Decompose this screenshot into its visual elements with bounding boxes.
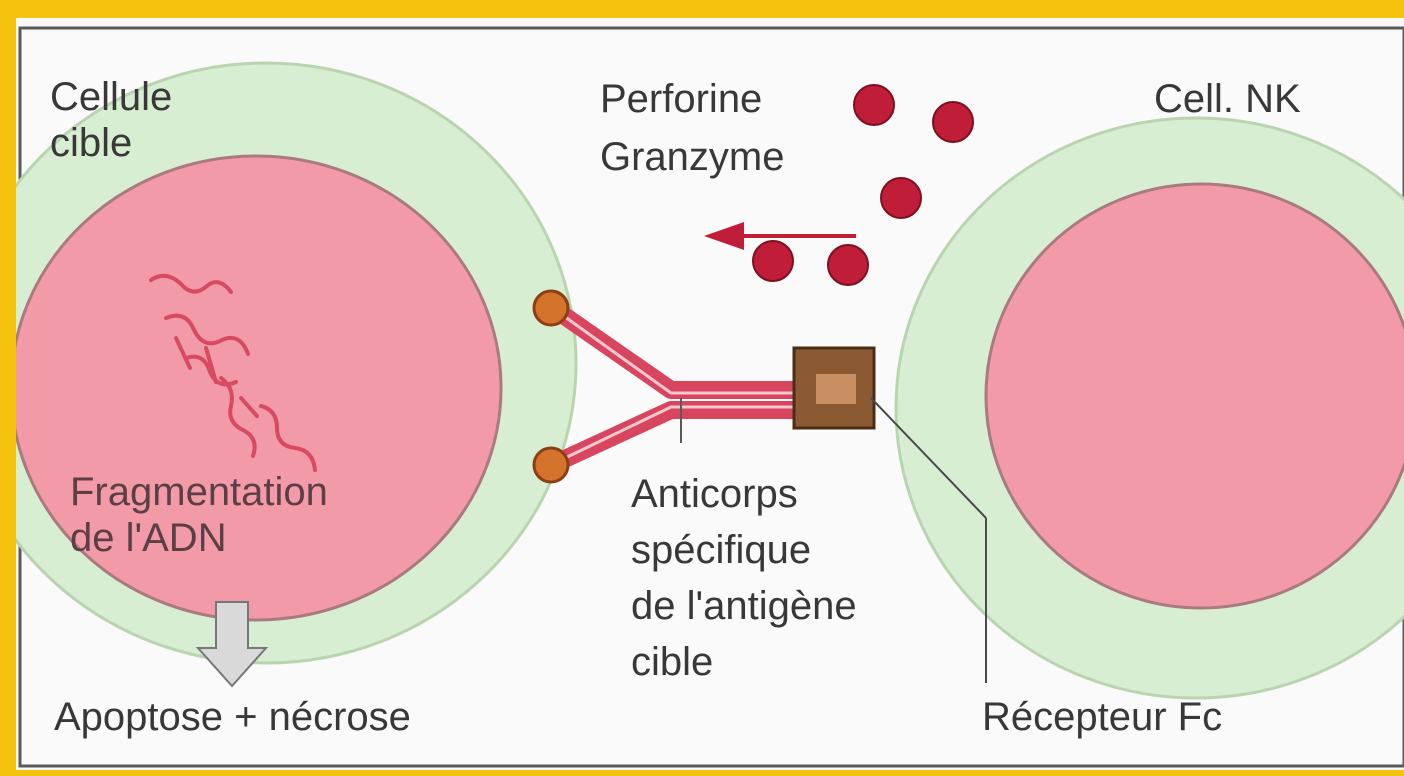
antibody-label-line4: cible: [631, 634, 857, 690]
dna-label-line2: de l'ADN: [70, 515, 328, 561]
dna-fragmentation-label: Fragmentation de l'ADN: [70, 469, 328, 561]
fc-receptor-label: Récepteur Fc: [982, 694, 1222, 740]
diagram-frame: Cellule cible Cell. NK Perforine Granzym…: [16, 18, 1404, 770]
granule: [854, 85, 894, 125]
target-cell-label-line2: cible: [50, 120, 172, 166]
target-cell-label: Cellule cible: [50, 74, 172, 166]
dna-label-line1: Fragmentation: [70, 469, 328, 515]
granule: [753, 241, 793, 281]
target-cell-label-line1: Cellule: [50, 74, 172, 120]
antibody: [534, 291, 836, 482]
granule: [881, 178, 921, 218]
antigen-lower: [534, 448, 568, 482]
fc-receptor-slot: [816, 374, 856, 404]
granule: [828, 245, 868, 285]
antibody-label-line1: Anticorps: [631, 466, 857, 522]
perforin-label: Perforine: [600, 76, 762, 122]
outcome-label: Apoptose + nécrose: [54, 694, 411, 740]
nk-cell-label: Cell. NK: [1154, 76, 1301, 122]
antibody-label-line2: spécifique: [631, 522, 857, 578]
nk-cell: [896, 118, 1404, 698]
nk-cell-nucleus: [986, 184, 1404, 608]
antibody-label: Anticorps spécifique de l'antigène cible: [631, 466, 857, 690]
antigen-upper: [534, 291, 568, 325]
antibody-label-line3: de l'antigène: [631, 578, 857, 634]
granzyme-label: Granzyme: [600, 134, 785, 180]
granule: [933, 102, 973, 142]
